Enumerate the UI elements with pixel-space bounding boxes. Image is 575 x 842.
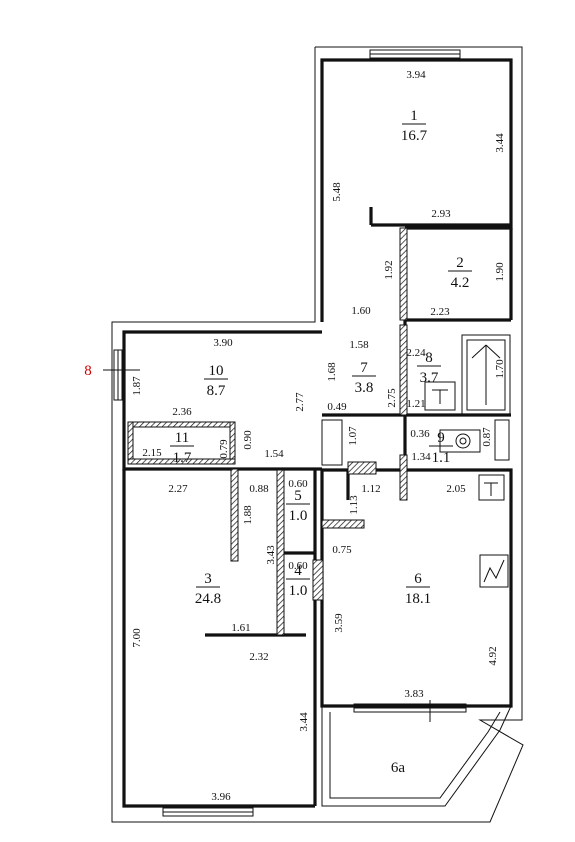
room-area: 8.7 xyxy=(207,383,226,399)
windows xyxy=(113,49,467,817)
dimension-label: 1.61 xyxy=(231,622,250,634)
dimension-label: 1.92 xyxy=(383,260,395,279)
room-4: 41.0 xyxy=(286,563,310,599)
room-area: 24.8 xyxy=(195,591,221,607)
room-area: 1.1 xyxy=(432,450,451,466)
room-1: 116.7 xyxy=(401,108,428,144)
dimension-label: 7.00 xyxy=(131,628,143,648)
room-number: 1 xyxy=(410,108,418,124)
room-area: 1.0 xyxy=(289,583,308,599)
dimension-label: 0.90 xyxy=(242,430,254,450)
room-number: 5 xyxy=(294,488,302,504)
dimension-label: 2.05 xyxy=(446,483,466,495)
dimension-label: 0.49 xyxy=(327,401,347,413)
dimension-label: 1.13 xyxy=(348,495,360,515)
room-area: 4.2 xyxy=(451,275,470,291)
dimension-label: 2.36 xyxy=(172,406,192,418)
dimension-label: 3.96 xyxy=(211,791,231,803)
dimension-label: 5.48 xyxy=(331,182,343,202)
room-number: 2 xyxy=(456,255,464,271)
dimension-label: 0.75 xyxy=(332,544,352,556)
dimension-label: 2.77 xyxy=(294,392,306,412)
room-2: 24.2 xyxy=(448,255,472,291)
dimension-label: 1.90 xyxy=(494,262,506,282)
dimension-label: 1.34 xyxy=(411,451,431,463)
balcony-label: 6а xyxy=(391,760,406,776)
dimension-label: 1.21 xyxy=(406,398,425,410)
room-number: 9 xyxy=(437,430,445,446)
dimension-label: 1.54 xyxy=(264,448,284,460)
room-5: 51.0 xyxy=(286,488,310,524)
room-6: 618.1 xyxy=(405,571,431,607)
room-7: 73.8 xyxy=(352,360,376,396)
dimension-label: 3.94 xyxy=(406,69,426,81)
room-number: 6 xyxy=(414,571,422,587)
room-area: 3.8 xyxy=(355,380,374,396)
dimension-label: 3.43 xyxy=(265,545,277,565)
dimension-label: 0.87 xyxy=(481,427,493,447)
room-area: 1.7 xyxy=(173,450,192,466)
dimension-label: 1.60 xyxy=(351,305,371,317)
section-marker-label: 8 xyxy=(84,363,92,379)
dimension-label: 3.90 xyxy=(213,337,233,349)
dimension-label: 2.32 xyxy=(249,651,268,663)
dimension-label: 3.83 xyxy=(404,688,424,700)
section-marker: 8 xyxy=(84,363,431,722)
dimension-label: 2.93 xyxy=(431,208,451,220)
dimension-label: 3.44 xyxy=(298,712,310,732)
dimension-labels: 3.94 3.44 5.48 2.93 1.92 1.90 2.23 1.60 1.58 2.24… xyxy=(131,69,506,803)
dimension-label: 1.68 xyxy=(326,362,338,382)
dimension-label: 2.23 xyxy=(430,306,450,318)
room-number: 11 xyxy=(175,430,189,446)
dimension-label: 2.75 xyxy=(386,388,398,408)
dimension-label: 0.60 xyxy=(288,560,308,572)
room-number: 10 xyxy=(209,363,224,379)
room-area: 16.7 xyxy=(401,128,428,144)
dimension-label: 0.79 xyxy=(218,439,230,459)
room-9: 91.1 xyxy=(429,430,453,466)
dimension-label: 1.58 xyxy=(349,339,369,351)
dimension-label: 2.24 xyxy=(406,347,426,359)
dimension-label: 0.36 xyxy=(410,428,430,440)
room-8: 83.7 xyxy=(417,350,441,386)
dimension-label: 1.70 xyxy=(494,359,506,379)
room-labels: 116.724.2324.841.051.0618.173.883.791.11… xyxy=(170,108,472,607)
dimension-label: 1.87 xyxy=(131,376,143,396)
room-number: 7 xyxy=(360,360,368,376)
room-area: 3.7 xyxy=(420,370,439,386)
dimension-label: 2.27 xyxy=(168,483,188,495)
room-11: 111.7 xyxy=(170,430,194,466)
room-number: 4 xyxy=(294,563,302,579)
dimension-label: 3.44 xyxy=(494,133,506,153)
dimension-label: 1.07 xyxy=(347,426,359,446)
dimension-label: 1.12 xyxy=(361,483,380,495)
dimension-label: 2.15 xyxy=(142,447,162,459)
room-area: 18.1 xyxy=(405,591,431,607)
dimension-label: 3.59 xyxy=(333,613,345,633)
fixtures xyxy=(321,334,511,588)
dimension-label: 0.88 xyxy=(249,483,269,495)
hatched-partitions xyxy=(127,227,408,636)
dimension-label: 1.88 xyxy=(242,505,254,525)
outer-outline xyxy=(111,46,524,823)
room-number: 3 xyxy=(204,571,212,587)
room-area: 1.0 xyxy=(289,508,308,524)
room-number: 8 xyxy=(425,350,433,366)
room-10: 108.7 xyxy=(204,363,228,399)
dimension-label: 4.92 xyxy=(487,646,499,665)
dimension-label: 0.60 xyxy=(288,478,308,490)
room-3: 324.8 xyxy=(195,571,221,607)
